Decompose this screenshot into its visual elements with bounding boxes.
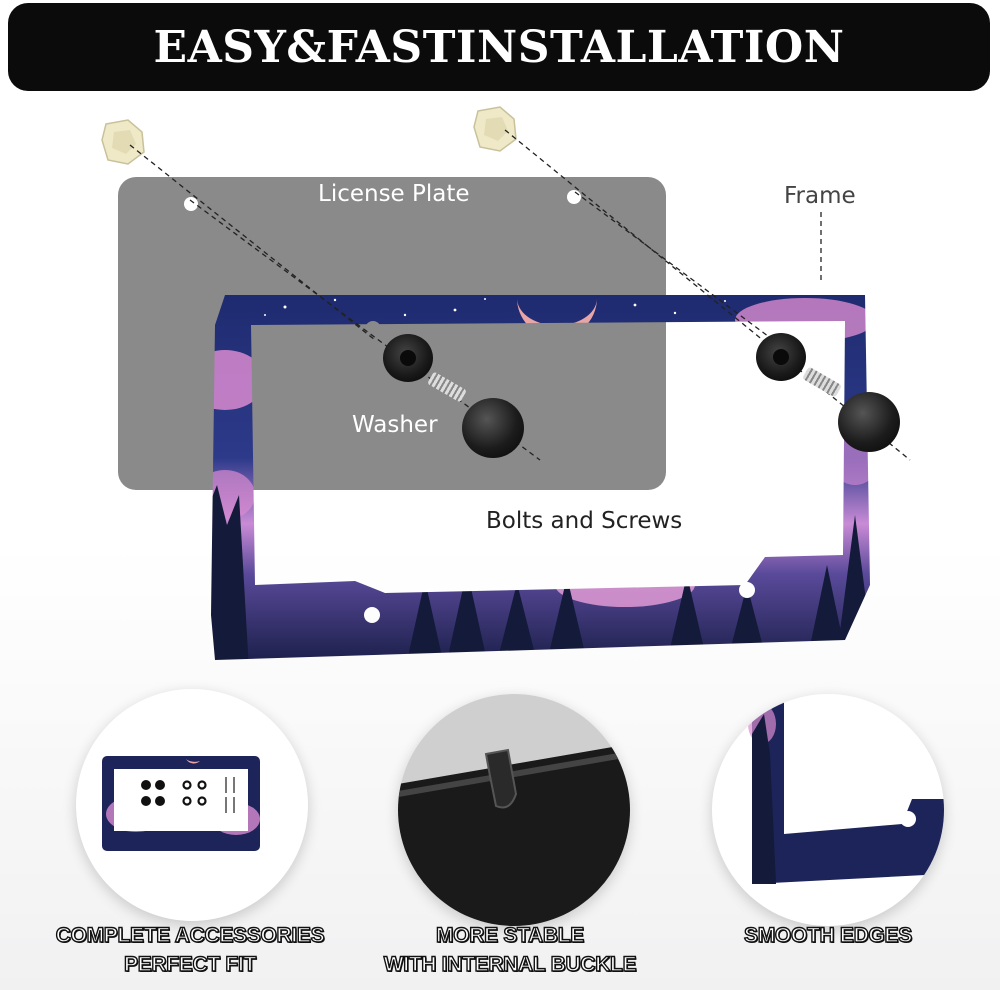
banner-title: EASY&FASTINSTALLATION — [153, 21, 845, 73]
caption-edges-line1: SMOOTH EDGES — [743, 923, 913, 947]
nut-clip-left — [101, 119, 145, 165]
smooth-edge-image — [748, 694, 944, 884]
feature-circle-buckle — [398, 694, 630, 926]
plate-hole-right — [567, 190, 581, 204]
bolt-cap-right — [838, 392, 900, 452]
washer-right — [756, 333, 806, 381]
bolt-cap-left — [462, 398, 524, 458]
internal-buckle-image — [398, 694, 630, 926]
license-plate-label: License Plate — [318, 181, 470, 207]
washer-left — [383, 334, 433, 382]
caption-accessories-line2: PERFECT FIT — [123, 952, 257, 976]
feature-circle-edges — [712, 694, 944, 926]
bolts-and-screws-label: Bolts and Screws — [486, 508, 683, 534]
frame-label: Frame — [784, 183, 856, 209]
washer-label: Washer — [352, 412, 438, 438]
nut-clip-right — [473, 106, 517, 152]
caption-buckle-line2: WITH INTERNAL BUCKLE — [383, 952, 637, 976]
feature-circle-accessories — [76, 689, 308, 921]
caption-edges: SMOOTH EDGES — [690, 921, 966, 950]
title-banner: EASY&FASTINSTALLATION — [8, 3, 990, 91]
plate-hole-left — [184, 197, 198, 211]
accessories-kit-image — [102, 756, 260, 851]
caption-accessories-line1: COMPLETE ACCESSORIES — [55, 923, 325, 947]
caption-buckle: MORE STABLE WITH INTERNAL BUCKLE — [350, 921, 670, 979]
caption-buckle-line1: MORE STABLE — [435, 923, 585, 947]
caption-accessories: COMPLETE ACCESSORIES PERFECT FIT — [20, 921, 360, 979]
